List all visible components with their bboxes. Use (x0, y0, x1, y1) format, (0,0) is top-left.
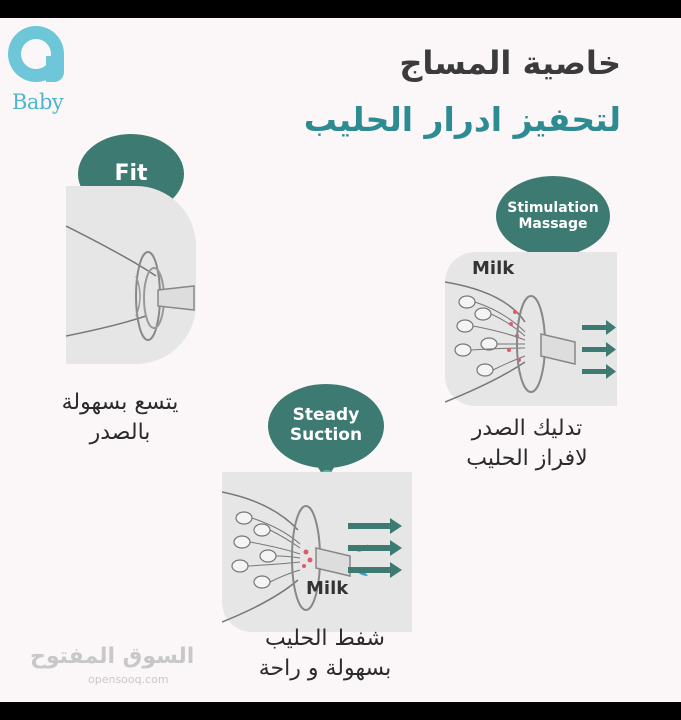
stimulation-arrows-icon (582, 320, 616, 379)
stimulation-caption: تدليك الصدر لافراز الحليب (466, 416, 588, 471)
title-line-1: خاصية المساج (399, 44, 621, 82)
stimulation-milk-label: Milk (472, 258, 515, 279)
fit-breast-shield-icon (66, 225, 195, 341)
title-line-2: لتحفيز ادرار الحليب (303, 100, 621, 139)
stimulation-illustration (445, 252, 617, 406)
stimulation-bubble: Stimulation Massage (496, 176, 610, 268)
watermark: السوق المفتوح (30, 644, 195, 669)
fit-caption: يتسع بسهولة بالصدر (61, 390, 179, 445)
fit-bubble-label: Fit (114, 161, 148, 187)
suction-arrows-icon (348, 518, 402, 578)
top-black-bar (0, 0, 681, 18)
brand-logo: Baby (6, 26, 66, 136)
suction-milk-label: Milk (306, 578, 349, 599)
infographic: Baby خاصية المساج لتحفيز ادرار الحليب Fi… (0, 18, 681, 702)
watermark-domain: opensooq.com (88, 673, 169, 686)
suction-bubble: Steady Suction (268, 384, 384, 480)
suction-illustration (222, 472, 412, 632)
logo-text: Baby (12, 90, 64, 114)
suction-caption: شفط الحليب بسهولة و راحة (258, 626, 392, 681)
fit-illustration (66, 186, 196, 364)
bottom-black-bar (0, 702, 681, 720)
logo-ring-icon (8, 26, 64, 82)
